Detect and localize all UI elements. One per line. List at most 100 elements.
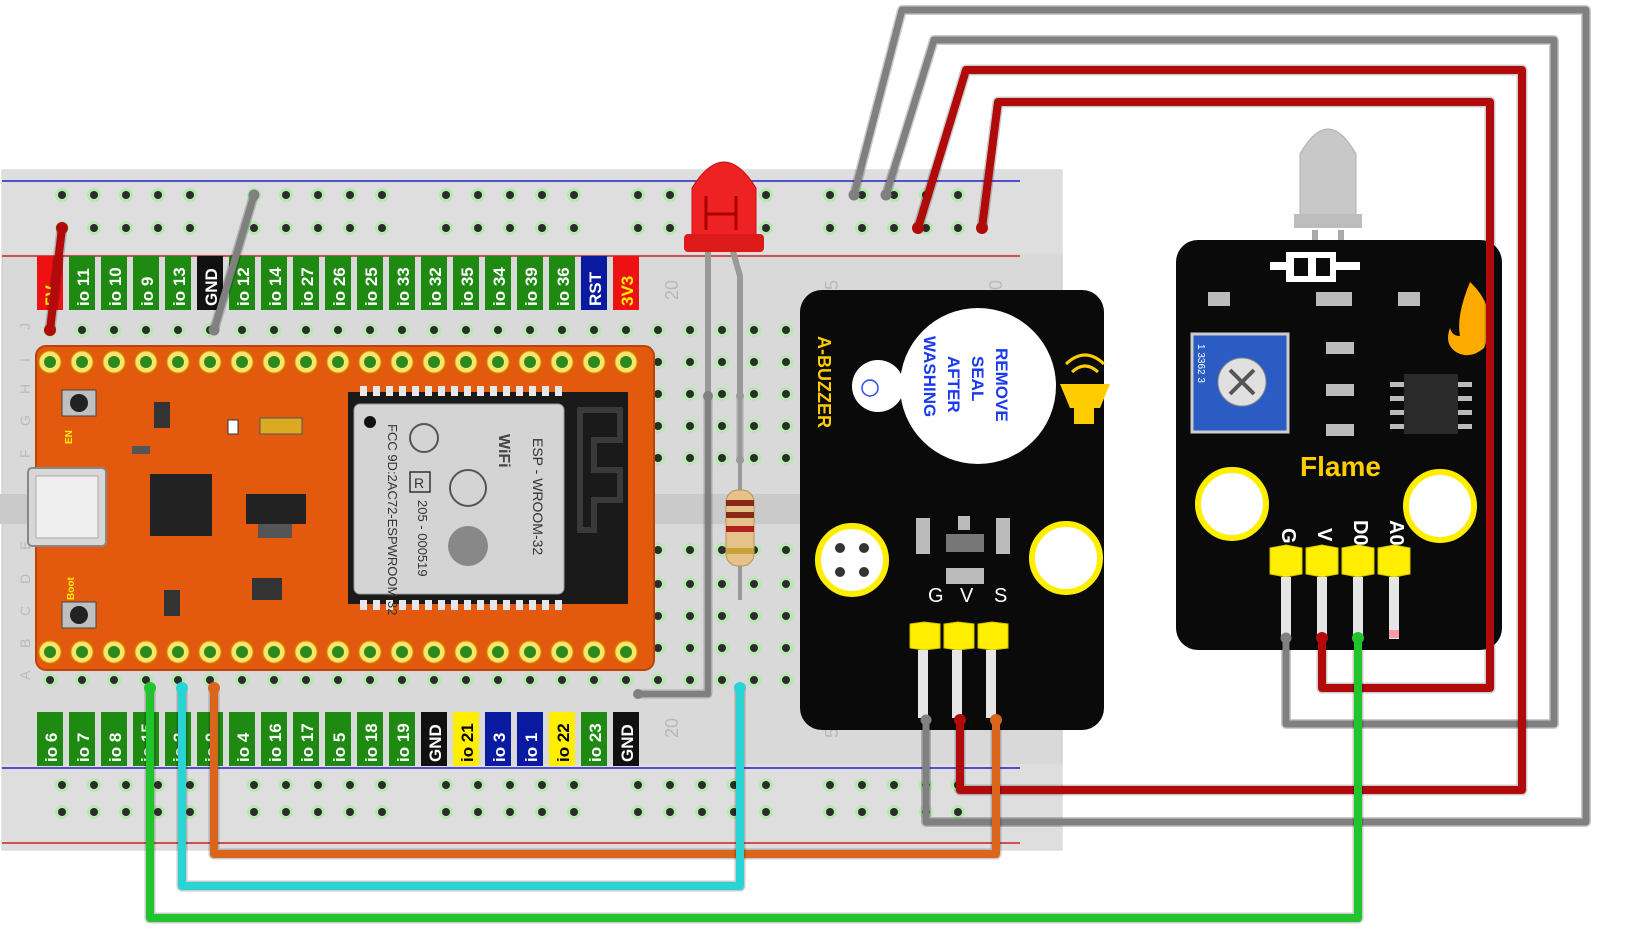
breadboard-hole (715, 355, 729, 369)
breadboard-hole (151, 188, 165, 202)
breadboard-hole (631, 221, 645, 235)
wroom-shield (353, 403, 565, 595)
pin-label-text: io 7 (74, 733, 93, 762)
esp32-pad (134, 350, 158, 374)
breadboard-hole (439, 805, 453, 819)
breadboard-hole (683, 641, 697, 655)
breadboard-hole (631, 778, 645, 792)
breadboard-hole (375, 778, 389, 792)
pin-label-text: io 16 (266, 723, 285, 762)
breadboard-hole (267, 673, 281, 687)
esp32-pad (518, 640, 542, 664)
breadboard-hole (823, 805, 837, 819)
breadboard-hole (55, 805, 69, 819)
pin-label-text: io 27 (298, 267, 317, 306)
pin-label-io18: io 18 (357, 712, 383, 766)
esp32-pad (422, 350, 446, 374)
breadboard-hole (267, 323, 281, 337)
buzzer-body (900, 308, 1056, 464)
esp32-pad (166, 640, 190, 664)
breadboard-hole (887, 221, 901, 235)
svg-text:REMOVE: REMOVE (992, 348, 1011, 422)
pin-label-io36: io 36 (549, 256, 575, 310)
pin-label-io32: io 32 (421, 256, 447, 310)
flame-pin-label-d0: D0 (1349, 520, 1371, 546)
esp32-board: EN Boot WiFi ESP - WROOM-32 FCC 9D:2AC72… (27, 256, 655, 766)
breadboard-hole (375, 805, 389, 819)
breadboard-hole (279, 221, 293, 235)
breadboard-hole (331, 323, 345, 337)
flame-pin-label-v: V (1313, 528, 1335, 542)
esp32-pad (326, 640, 350, 664)
breadboard-hole (503, 805, 517, 819)
breadboard-hole (747, 641, 761, 655)
svg-text:WASHING: WASHING (920, 336, 939, 417)
breadboard-hole (395, 323, 409, 337)
crystal (259, 417, 303, 435)
breadboard-hole (471, 221, 485, 235)
breadboard-hole (651, 673, 665, 687)
esp32-pad (326, 350, 350, 374)
breadboard-hole (715, 609, 729, 623)
regulator-chip (246, 494, 306, 524)
pin-label-io35: io 35 (453, 256, 479, 310)
pin-label-io27: io 27 (293, 256, 319, 310)
antenna-trace (577, 407, 623, 533)
breadboard-hole (523, 323, 537, 337)
breadboard-hole (503, 221, 517, 235)
flame-icon (1448, 282, 1490, 356)
esp32-pad (390, 350, 414, 374)
buzzer-title: A-BUZZER (814, 336, 834, 428)
esp32-pad (614, 350, 638, 374)
wire-led-to-gnd (635, 393, 711, 697)
boot-button-cap[interactable] (70, 606, 88, 624)
breadboard-hole (779, 577, 793, 591)
breadboard-hole (471, 188, 485, 202)
pin-label-io33: io 33 (389, 256, 415, 310)
breadboard-hole (375, 188, 389, 202)
boot-label: Boot (66, 577, 77, 600)
breadboard-hole (183, 805, 197, 819)
breadboard-hole (779, 451, 793, 465)
esp32-pad (294, 640, 318, 664)
pin-label-text: io 33 (394, 267, 413, 306)
breadboard-hole (139, 323, 153, 337)
buzzer-pin-label-v: V (960, 585, 974, 607)
pin-label-text: io 4 (234, 732, 253, 762)
pin-label-rst: RST (581, 256, 607, 310)
esp32-pad (102, 640, 126, 664)
pin-label-text: io 14 (266, 267, 285, 306)
breadboard-hole (299, 323, 313, 337)
breadboard-hole (395, 673, 409, 687)
breadboard-hole (427, 323, 441, 337)
breadboard-hole (523, 673, 537, 687)
breadboard-hole (535, 221, 549, 235)
fcc-logo-icon (409, 423, 439, 453)
potentiometer-label: 1 3362 3 (1195, 344, 1206, 383)
breadboard-hole (471, 805, 485, 819)
wire-green-flame (146, 634, 1362, 922)
en-button-cap[interactable] (70, 394, 88, 412)
pin-label-io22: io 22 (549, 712, 575, 766)
row-letter: A (17, 670, 33, 680)
wire-gray-inner (882, 36, 1558, 728)
esp32-pad (358, 350, 382, 374)
breadboard-hole (683, 609, 697, 623)
esp32-pad (390, 640, 414, 664)
usb-uart-chip (150, 474, 212, 536)
breadboard-hole (855, 805, 869, 819)
breadboard-hole (715, 451, 729, 465)
pin-label-io4: io 4 (229, 712, 255, 766)
column-number: 0 (986, 280, 1006, 290)
esp32-pad (614, 640, 638, 664)
breadboard-hole (823, 188, 837, 202)
flame-header (1269, 544, 1411, 639)
breadboard-hole (87, 221, 101, 235)
row-letter: F (17, 449, 33, 458)
wire-gnd-to-rail (210, 191, 258, 334)
breadboard-hole (619, 323, 633, 337)
breadboard-hole (715, 419, 729, 433)
breadboard-hole (567, 188, 581, 202)
